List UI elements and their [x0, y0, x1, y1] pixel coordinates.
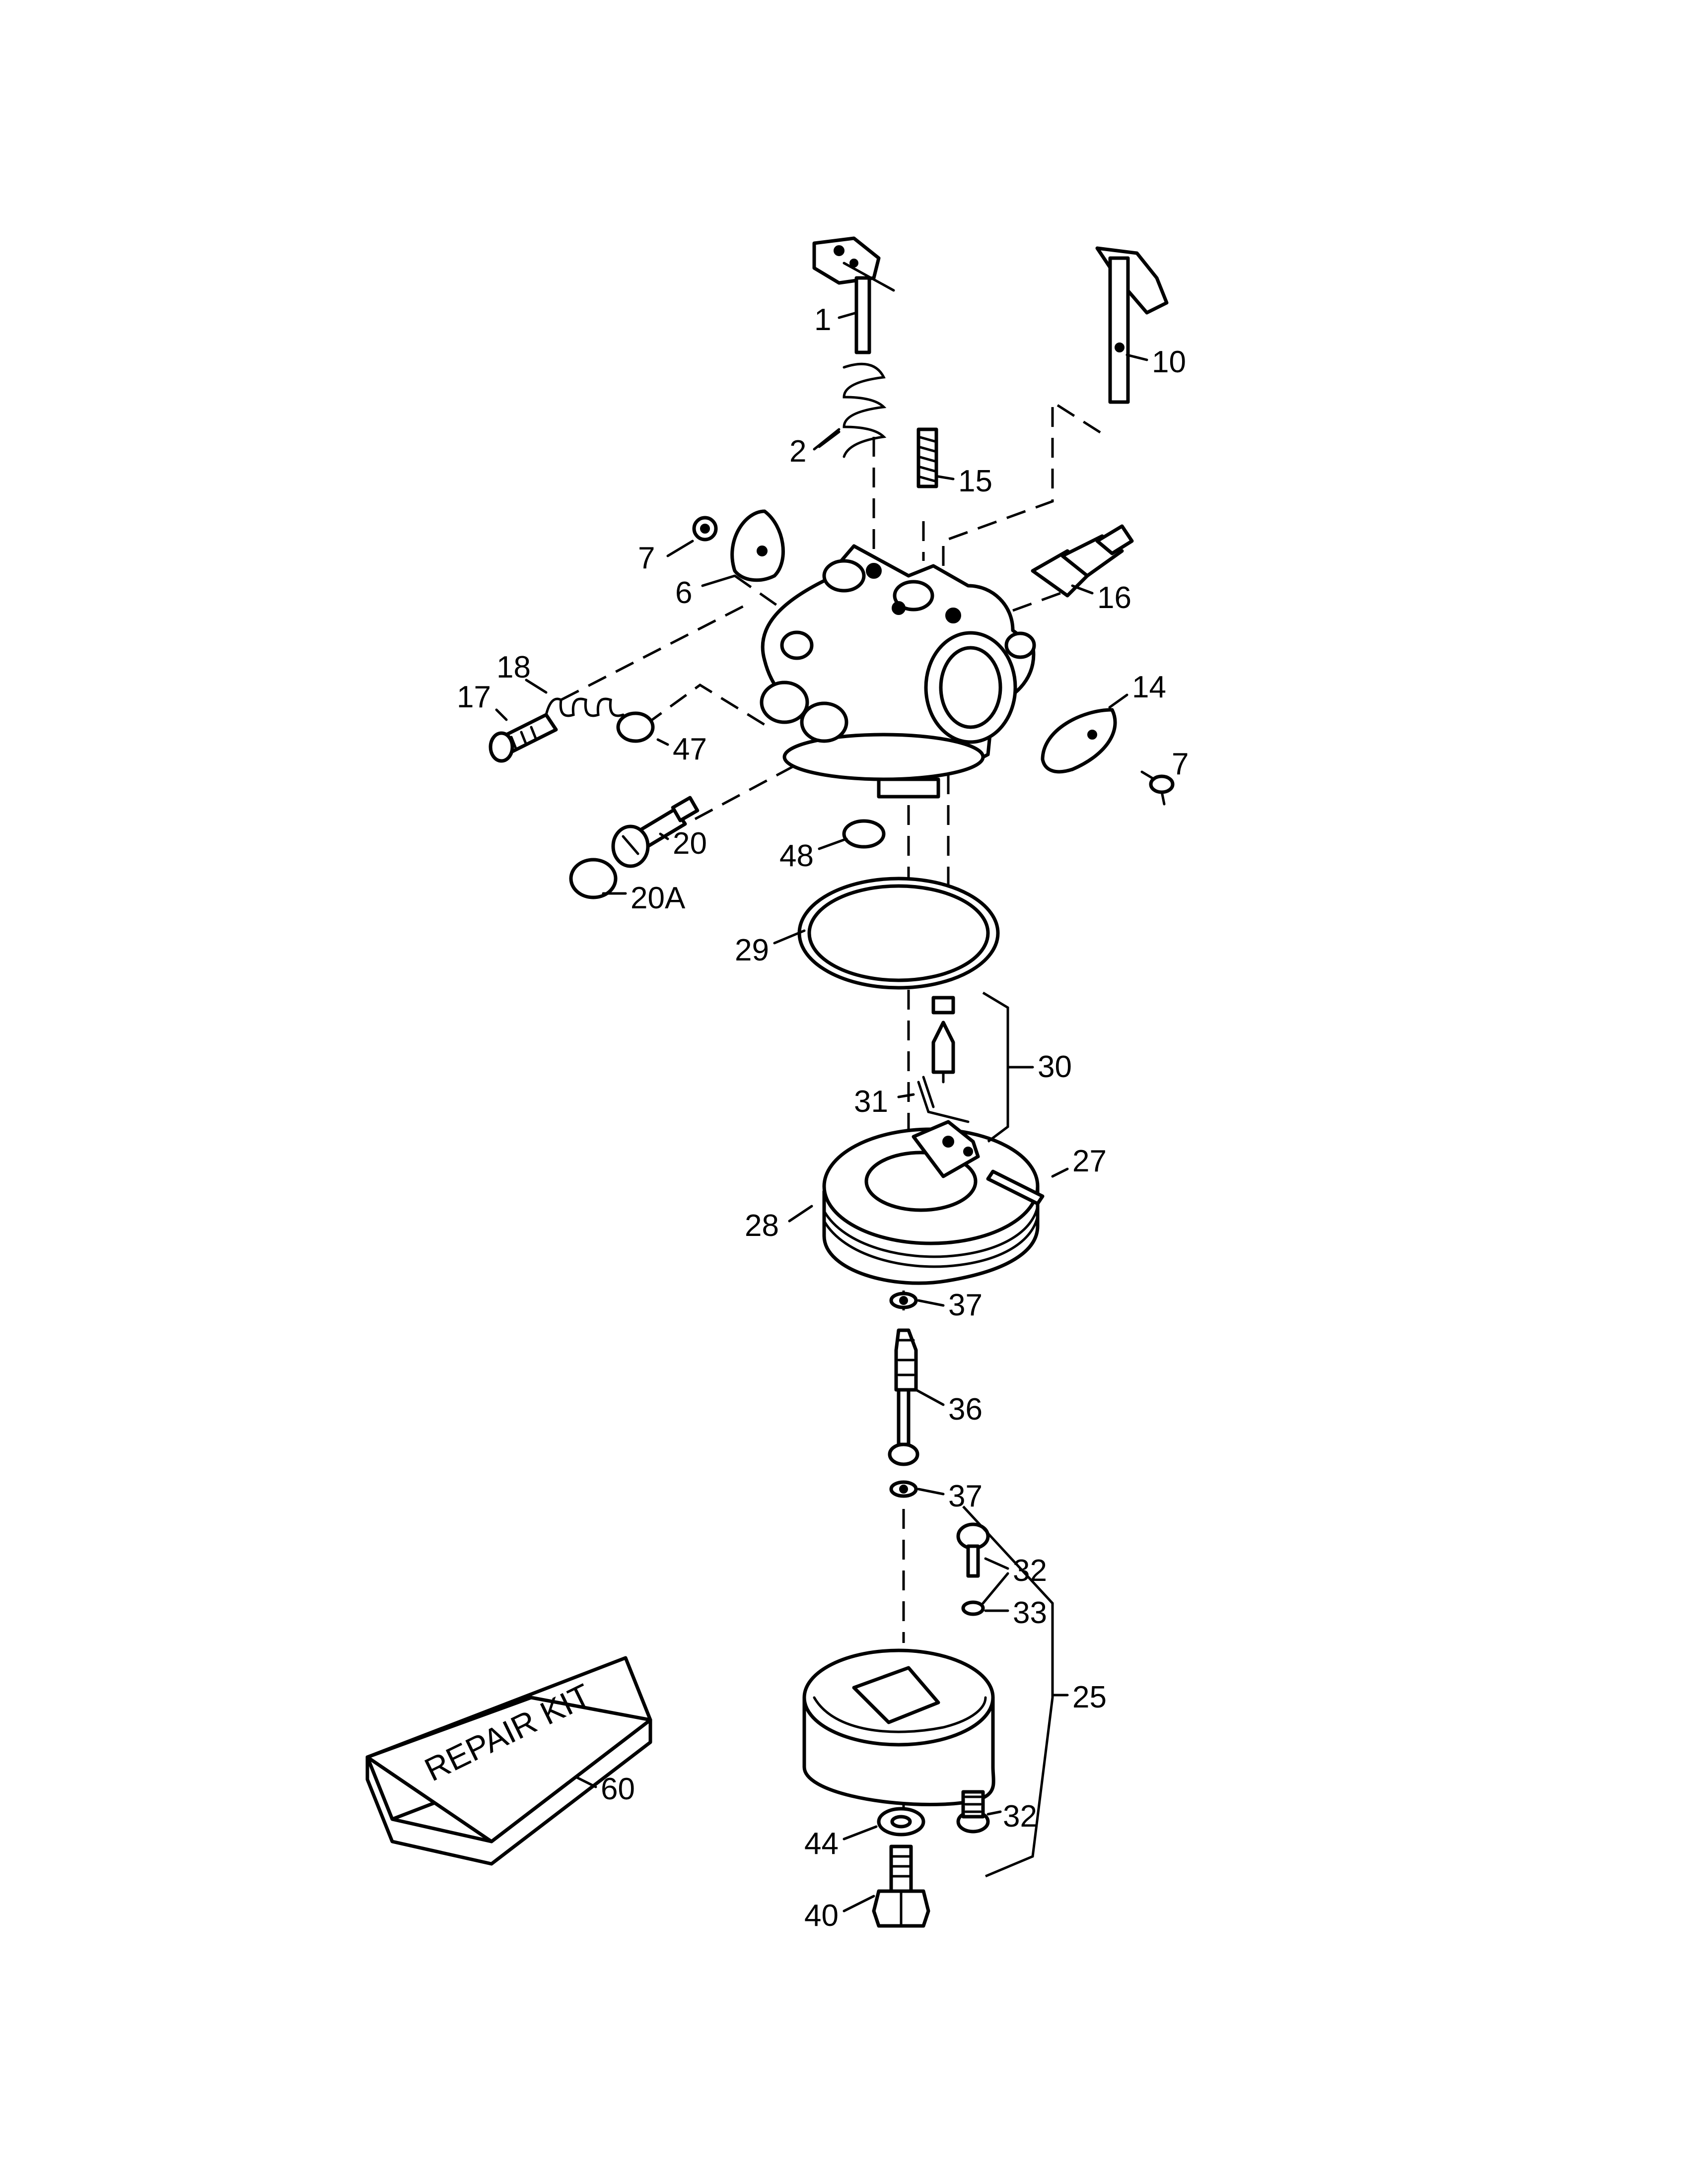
label-1: 1	[814, 303, 831, 337]
needle-clip-part-31	[917, 1076, 970, 1123]
label-31: 31	[854, 1085, 888, 1119]
repair-kit-part-60: REPAIR KIT	[365, 1656, 652, 1866]
label-27: 27	[1072, 1144, 1107, 1178]
label-44: 44	[804, 1827, 839, 1861]
idle-screw-spring-part-18	[545, 697, 625, 717]
screw-part-7-right	[1149, 774, 1175, 806]
label-32a: 32	[1013, 1554, 1047, 1588]
choke-plate-part-14	[1041, 708, 1117, 774]
label-28: 28	[745, 1209, 779, 1243]
label-60: 60	[601, 1772, 635, 1806]
welch-plug-part-47	[616, 711, 655, 743]
washer-part-33	[961, 1600, 985, 1616]
label-10: 10	[1152, 345, 1186, 379]
bowl-nut-part-40	[872, 1844, 930, 1928]
washer-part-44	[877, 1807, 925, 1837]
bowl-gasket-part-29	[797, 877, 1000, 990]
label-2: 2	[789, 434, 806, 469]
fuel-bowl	[802, 1648, 995, 1807]
label-14: 14	[1132, 670, 1166, 704]
label-20A: 20A	[631, 881, 686, 915]
label-29: 29	[735, 933, 769, 967]
label-33: 33	[1013, 1596, 1047, 1630]
label-30: 30	[1038, 1050, 1072, 1084]
label-37a: 37	[948, 1288, 983, 1322]
washer-part-37-upper	[889, 1292, 918, 1309]
float-pin-part-27	[986, 1169, 1045, 1206]
label-18: 18	[496, 650, 531, 684]
main-nozzle-part-36	[888, 1328, 919, 1466]
carburetor-body	[760, 544, 1036, 799]
throttle-plate-part-6	[730, 509, 785, 582]
jet-cap-part-20A	[569, 858, 618, 899]
label-7a: 7	[638, 541, 655, 575]
label-17: 17	[457, 680, 491, 714]
label-37b: 37	[948, 1479, 983, 1513]
idle-spring-part-15	[916, 427, 938, 488]
seal-part-48	[842, 819, 886, 849]
fuel-inlet-part-16	[1031, 524, 1134, 598]
label-32b: 32	[1003, 1799, 1037, 1834]
label-48: 48	[779, 839, 814, 873]
drain-stem-part-32-upper	[956, 1522, 990, 1578]
label-36: 36	[948, 1392, 983, 1427]
idle-mixture-screw-part-17	[489, 713, 558, 763]
needle-seat-part-30	[931, 996, 955, 1084]
callout-labels: 1 2 6 7 7 10 14 15 16 17 18 20 20A 25 27…	[457, 303, 1189, 1933]
main-jet-part-20	[611, 796, 700, 868]
float-part-28	[822, 1120, 1040, 1285]
label-6: 6	[675, 576, 692, 610]
label-20: 20	[673, 826, 707, 861]
label-25: 25	[1072, 1680, 1107, 1714]
drain-valve-part-32-lower	[956, 1790, 990, 1834]
choke-shaft-part-10	[1095, 246, 1169, 404]
label-15: 15	[958, 464, 992, 498]
throttle-shaft-part-1	[812, 236, 895, 354]
label-47: 47	[673, 732, 707, 766]
callout-leaders	[495, 311, 1156, 1912]
screw-part-7-top	[692, 516, 718, 542]
label-40: 40	[804, 1899, 839, 1933]
group-brackets	[962, 991, 1069, 1878]
label-7b: 7	[1172, 747, 1189, 781]
washer-part-37-lower	[889, 1480, 918, 1498]
label-16: 16	[1097, 581, 1131, 615]
